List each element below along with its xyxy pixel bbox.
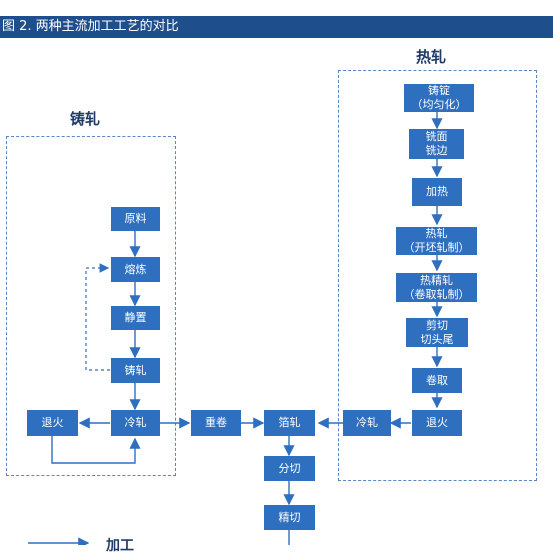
node-mill-face: 铣面 铣边: [409, 129, 464, 159]
node-hot-roll: 热轧 （开坯轧制）: [396, 227, 477, 255]
hot-rolling-group-title: 热轧: [416, 48, 447, 66]
hot-rolling-frame: [338, 70, 537, 481]
node-cold-roll-right: 冷轧: [343, 410, 391, 436]
node-slit: 分切: [264, 456, 315, 481]
node-rewind: 重卷: [191, 410, 241, 436]
node-anneal-left: 退火: [27, 410, 78, 436]
node-cold-roll-left: 冷轧: [111, 410, 160, 436]
casting-frame: [6, 136, 176, 476]
node-coil: 卷取: [412, 368, 462, 393]
node-fine-cut: 精切: [264, 505, 315, 530]
node-shear: 剪切 切头尾: [406, 318, 468, 347]
node-rest: 静置: [111, 306, 160, 330]
node-cast-roll: 铸轧: [111, 358, 160, 383]
node-heat: 加热: [412, 178, 462, 206]
node-raw: 原料: [111, 207, 160, 231]
legend-process-label: 加工: [106, 538, 134, 554]
node-ingot: 铸锭 （均匀化）: [404, 84, 474, 112]
node-foil-roll: 箔轧: [264, 410, 315, 436]
node-melt: 熔炼: [111, 257, 160, 282]
node-anneal-right: 退火: [412, 410, 462, 436]
node-finish-roll: 热精轧 （卷取轧制）: [396, 273, 477, 302]
figure-title: 图 2. 两种主流加工工艺的对比: [0, 16, 553, 38]
casting-group-title: 铸轧: [70, 110, 101, 128]
